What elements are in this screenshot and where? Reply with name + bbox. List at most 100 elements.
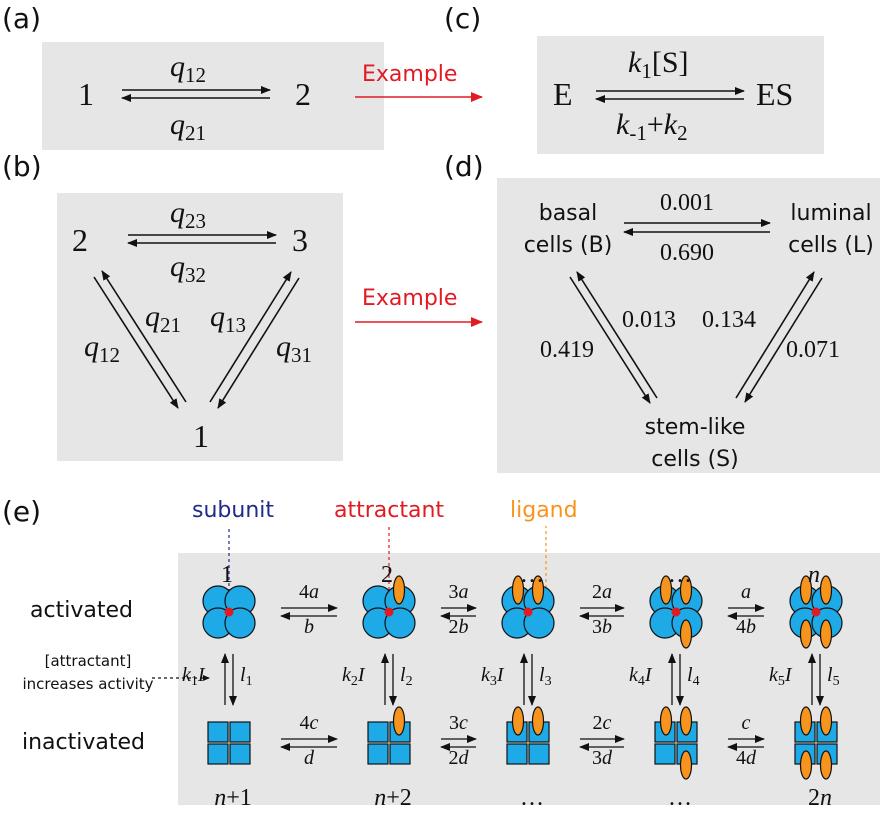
- subunit-circle: [384, 607, 416, 639]
- rate-subscript: 12: [99, 342, 120, 367]
- activation-rate-label: k2I: [342, 664, 365, 689]
- rate-coefficient: 4: [736, 747, 746, 769]
- example-label-middle: Example: [362, 286, 458, 311]
- rate-b-to-l: 0.001: [660, 190, 714, 216]
- activated-state-label: …: [520, 562, 544, 589]
- rate-b-to-s: 0.013: [622, 307, 676, 333]
- attractant-dot: [811, 607, 821, 617]
- state-index: n: [808, 562, 820, 588]
- enzyme-label: E: [553, 76, 573, 112]
- inactivated-backward-rate: 2d: [439, 747, 479, 770]
- activated-backward-rate: 3b: [582, 616, 622, 639]
- state-2-label-b: 2: [72, 222, 88, 258]
- rate-coefficient: 4: [736, 616, 746, 638]
- rate-symbol: a: [602, 581, 612, 603]
- panel-d-label: (d): [444, 150, 484, 183]
- ligand-ellipse: [799, 706, 813, 736]
- rate-subscript: 23: [185, 208, 206, 233]
- rate-s-to-b: 0.419: [540, 337, 594, 363]
- annotation-line-2: increases activity: [22, 675, 154, 693]
- rate-q12-label: q12: [170, 50, 206, 85]
- state-index: 2: [381, 562, 393, 588]
- rate-k1s-label: k1[S]: [628, 46, 689, 83]
- panel-e-label: (e): [2, 495, 42, 528]
- panel-d-box: [497, 178, 880, 473]
- rate-symbol: q: [145, 300, 160, 333]
- rate-symbol: c: [602, 712, 612, 734]
- rate-q12-label-b: q12: [84, 330, 120, 367]
- luminal-line-1: luminal: [790, 201, 872, 226]
- activated-state-label: 1: [221, 562, 233, 589]
- ligand-ellipse: [679, 706, 693, 736]
- example-label-top: Example: [362, 62, 458, 87]
- subunit-square: [207, 721, 229, 743]
- rate-subscript: 1: [245, 673, 253, 689]
- inactivated-row-label: inactivated: [22, 730, 145, 755]
- inactivated-state-label: …: [652, 785, 708, 812]
- inactivated-backward-rate: d: [289, 747, 329, 770]
- rate-symbol: d: [304, 747, 314, 769]
- rate-variable: I: [197, 664, 205, 686]
- attractant-legend-label: attractant: [334, 498, 445, 523]
- rate-coefficient: 3: [448, 581, 459, 603]
- ligand-ellipse: [511, 575, 525, 605]
- rate-symbol: b: [746, 616, 756, 638]
- panel-b-box: [57, 193, 343, 461]
- basal-line-2: cells (B): [523, 233, 613, 258]
- subunit-square: [229, 743, 251, 765]
- rate-symbol: l: [400, 664, 406, 686]
- rate-variable: I: [784, 664, 792, 686]
- rate-symbol: b: [304, 616, 314, 638]
- subunit-square: [389, 743, 411, 765]
- rate-variable: I: [357, 664, 365, 686]
- ligand-ellipse: [819, 750, 833, 780]
- rate-symbol: k: [663, 108, 678, 141]
- basal-cells-label: basal cells (B): [518, 198, 618, 262]
- state-3-label-b: 3: [292, 222, 308, 258]
- rate-coefficient: 2: [592, 581, 602, 603]
- inactivated-forward-rate: 4c: [289, 712, 329, 735]
- inactivated-backward-rate: 4d: [726, 747, 766, 770]
- ligand-ellipse: [659, 706, 673, 736]
- inactivation-rate-label: l1: [240, 664, 253, 689]
- panel-b-label: (b): [2, 150, 42, 183]
- stem-line-1: stem-like: [644, 415, 746, 440]
- state-suffix: n: [820, 785, 832, 811]
- state-suffix: +2: [386, 785, 412, 811]
- rate-l-to-b: 0.690: [660, 240, 714, 266]
- attractant-dot: [523, 607, 533, 617]
- ligand-ellipse: [819, 575, 833, 605]
- rate-symbol: k: [342, 664, 351, 686]
- ligand-ellipse: [799, 619, 813, 649]
- rate-coefficient: 3: [592, 616, 602, 638]
- rate-symbol: d: [458, 747, 469, 769]
- ligand-ellipse: [819, 619, 833, 649]
- rate-symbol: k: [629, 664, 638, 686]
- rate-coefficient: 3: [449, 712, 460, 734]
- rate-coefficient: 2: [592, 712, 603, 734]
- rate-subscript: 2: [405, 673, 413, 689]
- inactivation-rate-label: l5: [827, 664, 840, 688]
- subunit-square: [654, 743, 676, 765]
- rate-subscript: 21: [185, 120, 206, 145]
- rate-symbol: q: [170, 196, 185, 229]
- rate-subscript: 1: [641, 58, 652, 83]
- state-index: 1: [221, 562, 233, 588]
- rate-symbol: k: [769, 664, 778, 686]
- activated-forward-rate: a: [726, 581, 766, 604]
- rate-subscript: 2: [350, 673, 358, 689]
- rate-symbol: c: [309, 712, 319, 734]
- rate-coefficient: 4: [299, 712, 310, 734]
- rate-symbol: a: [741, 581, 751, 603]
- activated-state-label: n: [808, 562, 820, 589]
- rate-q31-label: q31: [276, 330, 312, 365]
- inactivation-rate-label: l2: [400, 664, 413, 689]
- rate-symbol: l: [827, 664, 833, 686]
- state-1-label: 1: [78, 76, 94, 112]
- rate-subscript: -1: [629, 120, 647, 145]
- state-index: …: [668, 562, 692, 588]
- stem-like-cells-label: stem-like cells (S): [628, 412, 762, 476]
- rate-symbol: k: [628, 46, 642, 79]
- ligand-ellipse: [659, 575, 673, 605]
- inactivated-backward-rate: 3d: [582, 747, 622, 770]
